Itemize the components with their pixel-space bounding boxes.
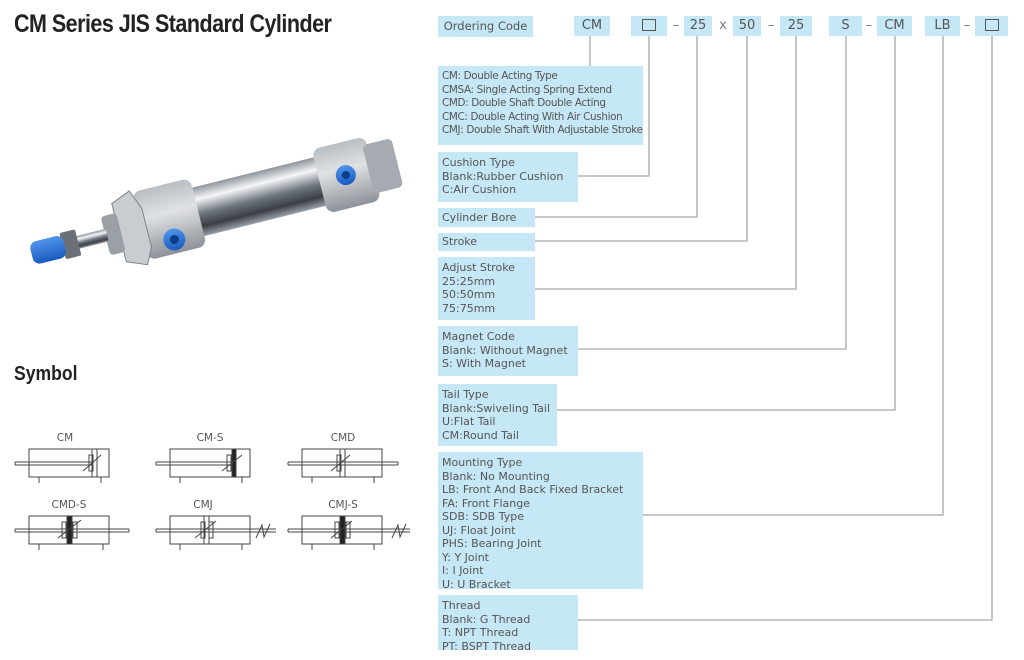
code-separator: – (865, 18, 873, 33)
adjust-mark-icon (255, 523, 271, 539)
code-magnet: S (829, 16, 862, 36)
blank-square-icon (642, 18, 656, 31)
rear-thread (363, 139, 403, 193)
desc-line: UJ: Float Joint (442, 523, 516, 537)
desc-cylinder-bore: Cylinder Bore (438, 208, 535, 227)
symbol-label-cm: CM (56, 432, 74, 444)
desc-line: CMD: Double Shaft Double Acting (442, 97, 606, 109)
desc-tail-type: Tail Type Blank:Swiveling Tail U:Flat Ta… (438, 384, 557, 446)
symbol-cmj-s (287, 515, 410, 550)
desc-mounting-type: Mounting Type Blank: No Mounting LB: Fro… (438, 452, 643, 591)
symbol-cm (14, 448, 110, 483)
desc-thread: Thread Blank: G Thread T: NPT Thread PT:… (438, 595, 578, 653)
symbol-cmd-s (14, 515, 130, 550)
desc-line: Blank: No Mounting (442, 469, 550, 483)
desc-line: Blank: Without Magnet (442, 343, 568, 357)
connector-mounting (643, 36, 944, 516)
symbol-label-cmj: CMJ (193, 499, 213, 511)
desc-line: CMSA: Single Acting Spring Extend (442, 83, 612, 96)
symbol-cm-s (155, 448, 251, 483)
desc-heading: Adjust Stroke (442, 261, 515, 274)
piston-rod (70, 228, 109, 251)
desc-cushion-type: Cushion Type Blank:Rubber Cushion C:Air … (438, 152, 578, 202)
cylinder-product-image (30, 138, 403, 266)
desc-line: Y: Y Joint (442, 550, 489, 564)
code-separator: – (672, 18, 680, 33)
symbol-cmj (155, 515, 276, 550)
code-thread-blank (975, 16, 1008, 36)
desc-adjust-stroke: Adjust Stroke 25:25mm 50:50mm 75:75mm (438, 257, 535, 320)
desc-line: I: I Joint (442, 564, 484, 577)
blank-square-icon (984, 18, 999, 31)
symbol-heading: Symbol (14, 363, 78, 385)
mount-nut (111, 190, 153, 266)
desc-line: C:Air Cushion (442, 183, 517, 196)
symbol-label-cm-s: CM-S (196, 432, 224, 444)
ordering-code-label: Ordering Code (438, 16, 533, 37)
desc-heading: Thread (442, 599, 481, 612)
desc-line: S: With Magnet (442, 357, 526, 370)
desc-line: FA: Front Flange (442, 496, 531, 510)
rod-cap (30, 236, 66, 264)
symbol-label-cmd: CMD (330, 432, 356, 444)
desc-heading: Cylinder Bore (442, 211, 517, 224)
desc-line: 50:50mm (442, 288, 496, 301)
desc-line: PHS: Bearing Joint (442, 537, 542, 550)
cylinder-barrel (168, 152, 346, 243)
desc-line: 25:25mm (442, 274, 496, 288)
desc-line: CMC: Double Acting With Air Cushion (442, 110, 623, 123)
desc-line: SDB: SDB Type (442, 510, 524, 523)
desc-line: CMJ: Double Shaft With Adjustable Stroke (442, 124, 643, 136)
code-series: CM (574, 16, 610, 36)
code-cushion-blank (631, 16, 667, 36)
code-separator: – (767, 18, 775, 33)
desc-line: U: U Bracket (442, 577, 511, 591)
desc-magnet-code: Magnet Code Blank: Without Magnet S: Wit… (438, 326, 578, 376)
desc-line: Blank:Swiveling Tail (442, 401, 551, 415)
front-cap (133, 179, 206, 259)
desc-heading: Cushion Type (442, 156, 515, 169)
symbol-label-cmd-s: CMD-S (51, 499, 87, 511)
desc-heading: Magnet Code (442, 330, 515, 343)
desc-line: LB: Front And Back Fixed Bracket (442, 483, 624, 496)
desc-line: U:Flat Tail (442, 415, 496, 428)
desc-heading: Stroke (442, 235, 478, 248)
code-bore: 25 (684, 16, 712, 36)
code-adjust-stroke: 25 (780, 16, 812, 36)
code-stroke: 50 (733, 16, 761, 36)
code-separator: x (719, 18, 727, 33)
desc-line: PT: BSPT Thread (442, 639, 531, 653)
desc-line: T: NPT Thread (442, 626, 519, 639)
code-mounting: LB (925, 16, 960, 36)
symbol-cmd (287, 448, 399, 483)
desc-stroke: Stroke (438, 233, 535, 251)
desc-line: Blank: G Thread (442, 612, 531, 626)
desc-heading: Tail Type (442, 388, 489, 401)
desc-line: CM: Double Acting Type (442, 70, 558, 82)
desc-line: 75:75mm (442, 301, 496, 315)
desc-heading: Mounting Type (442, 456, 523, 469)
desc-line: Blank:Rubber Cushion (442, 169, 564, 183)
desc-line: CM:Round Tail (442, 428, 519, 442)
adjust-mark-icon (391, 523, 407, 539)
page-title: CM Series JIS Standard Cylinder (14, 10, 332, 38)
symbol-label-cmj-s: CMJ-S (328, 499, 358, 511)
desc-cylinder-type: CM: Double Acting Type CMSA: Single Acti… (438, 66, 643, 145)
symbol-diagrams (14, 448, 410, 550)
code-tail: CM (877, 16, 912, 36)
code-separator: – (963, 18, 971, 33)
